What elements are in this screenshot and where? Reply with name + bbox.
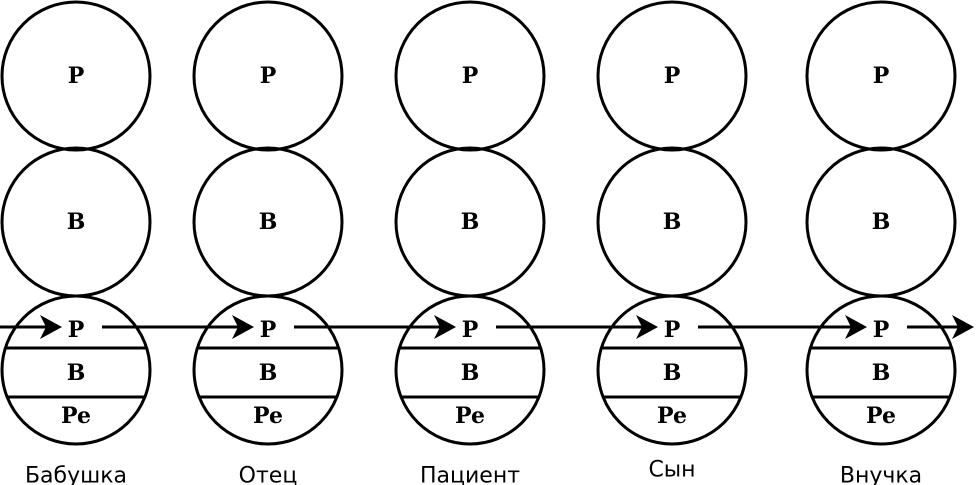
middle-circle-label: B (663, 209, 682, 235)
bottom-row-label: B (67, 360, 86, 386)
bottom-circle (192, 294, 344, 446)
bottom-row-label: P (664, 317, 681, 343)
generation-name: Внучка (840, 464, 922, 485)
bottom-row-label: Pe (455, 403, 485, 429)
bottom-row-label: Pe (657, 403, 687, 429)
bottom-circle (596, 294, 748, 446)
top-circle-label: P (664, 63, 681, 89)
top-circle (596, 0, 748, 152)
arrowhead-icon (232, 315, 254, 339)
top-circle-label: P (462, 63, 479, 89)
bottom-row-label: P (873, 317, 890, 343)
bottom-row-label: Pe (866, 403, 896, 429)
top-circle (0, 0, 152, 152)
top-circle-label: P (260, 63, 277, 89)
bottom-row-label: P (462, 317, 479, 343)
bottom-row-label: B (663, 360, 682, 386)
generation-name: Бабушка (25, 464, 127, 485)
bottom-row-label: P (260, 317, 277, 343)
generation-name: Отец (239, 464, 298, 485)
generation-name: Сын (648, 458, 695, 483)
top-circle (394, 0, 546, 152)
bottom-row-label: Pe (253, 403, 283, 429)
middle-circle-label: B (67, 209, 86, 235)
bottom-circle (0, 294, 152, 446)
bottom-row-label: B (461, 360, 480, 386)
bottom-circle (394, 294, 546, 446)
top-circle-label: P (68, 63, 85, 89)
generation-name: Пациент (420, 464, 520, 485)
arrowhead-icon (845, 315, 867, 339)
bottom-circle (805, 294, 957, 446)
bottom-row-label: B (872, 360, 891, 386)
top-circle (805, 0, 957, 152)
arrowhead-icon (434, 315, 456, 339)
middle-circle-label: B (872, 209, 891, 235)
arrowhead-icon (40, 315, 62, 339)
bottom-row-label: P (68, 317, 85, 343)
top-circle (192, 0, 344, 152)
middle-circle-label: B (259, 209, 278, 235)
bottom-row-label: Pe (61, 403, 91, 429)
arrowhead-icon (952, 315, 974, 339)
top-circle-label: P (873, 63, 890, 89)
bottom-row-label: B (259, 360, 278, 386)
middle-circle-label: B (461, 209, 480, 235)
arrowhead-icon (636, 315, 658, 339)
